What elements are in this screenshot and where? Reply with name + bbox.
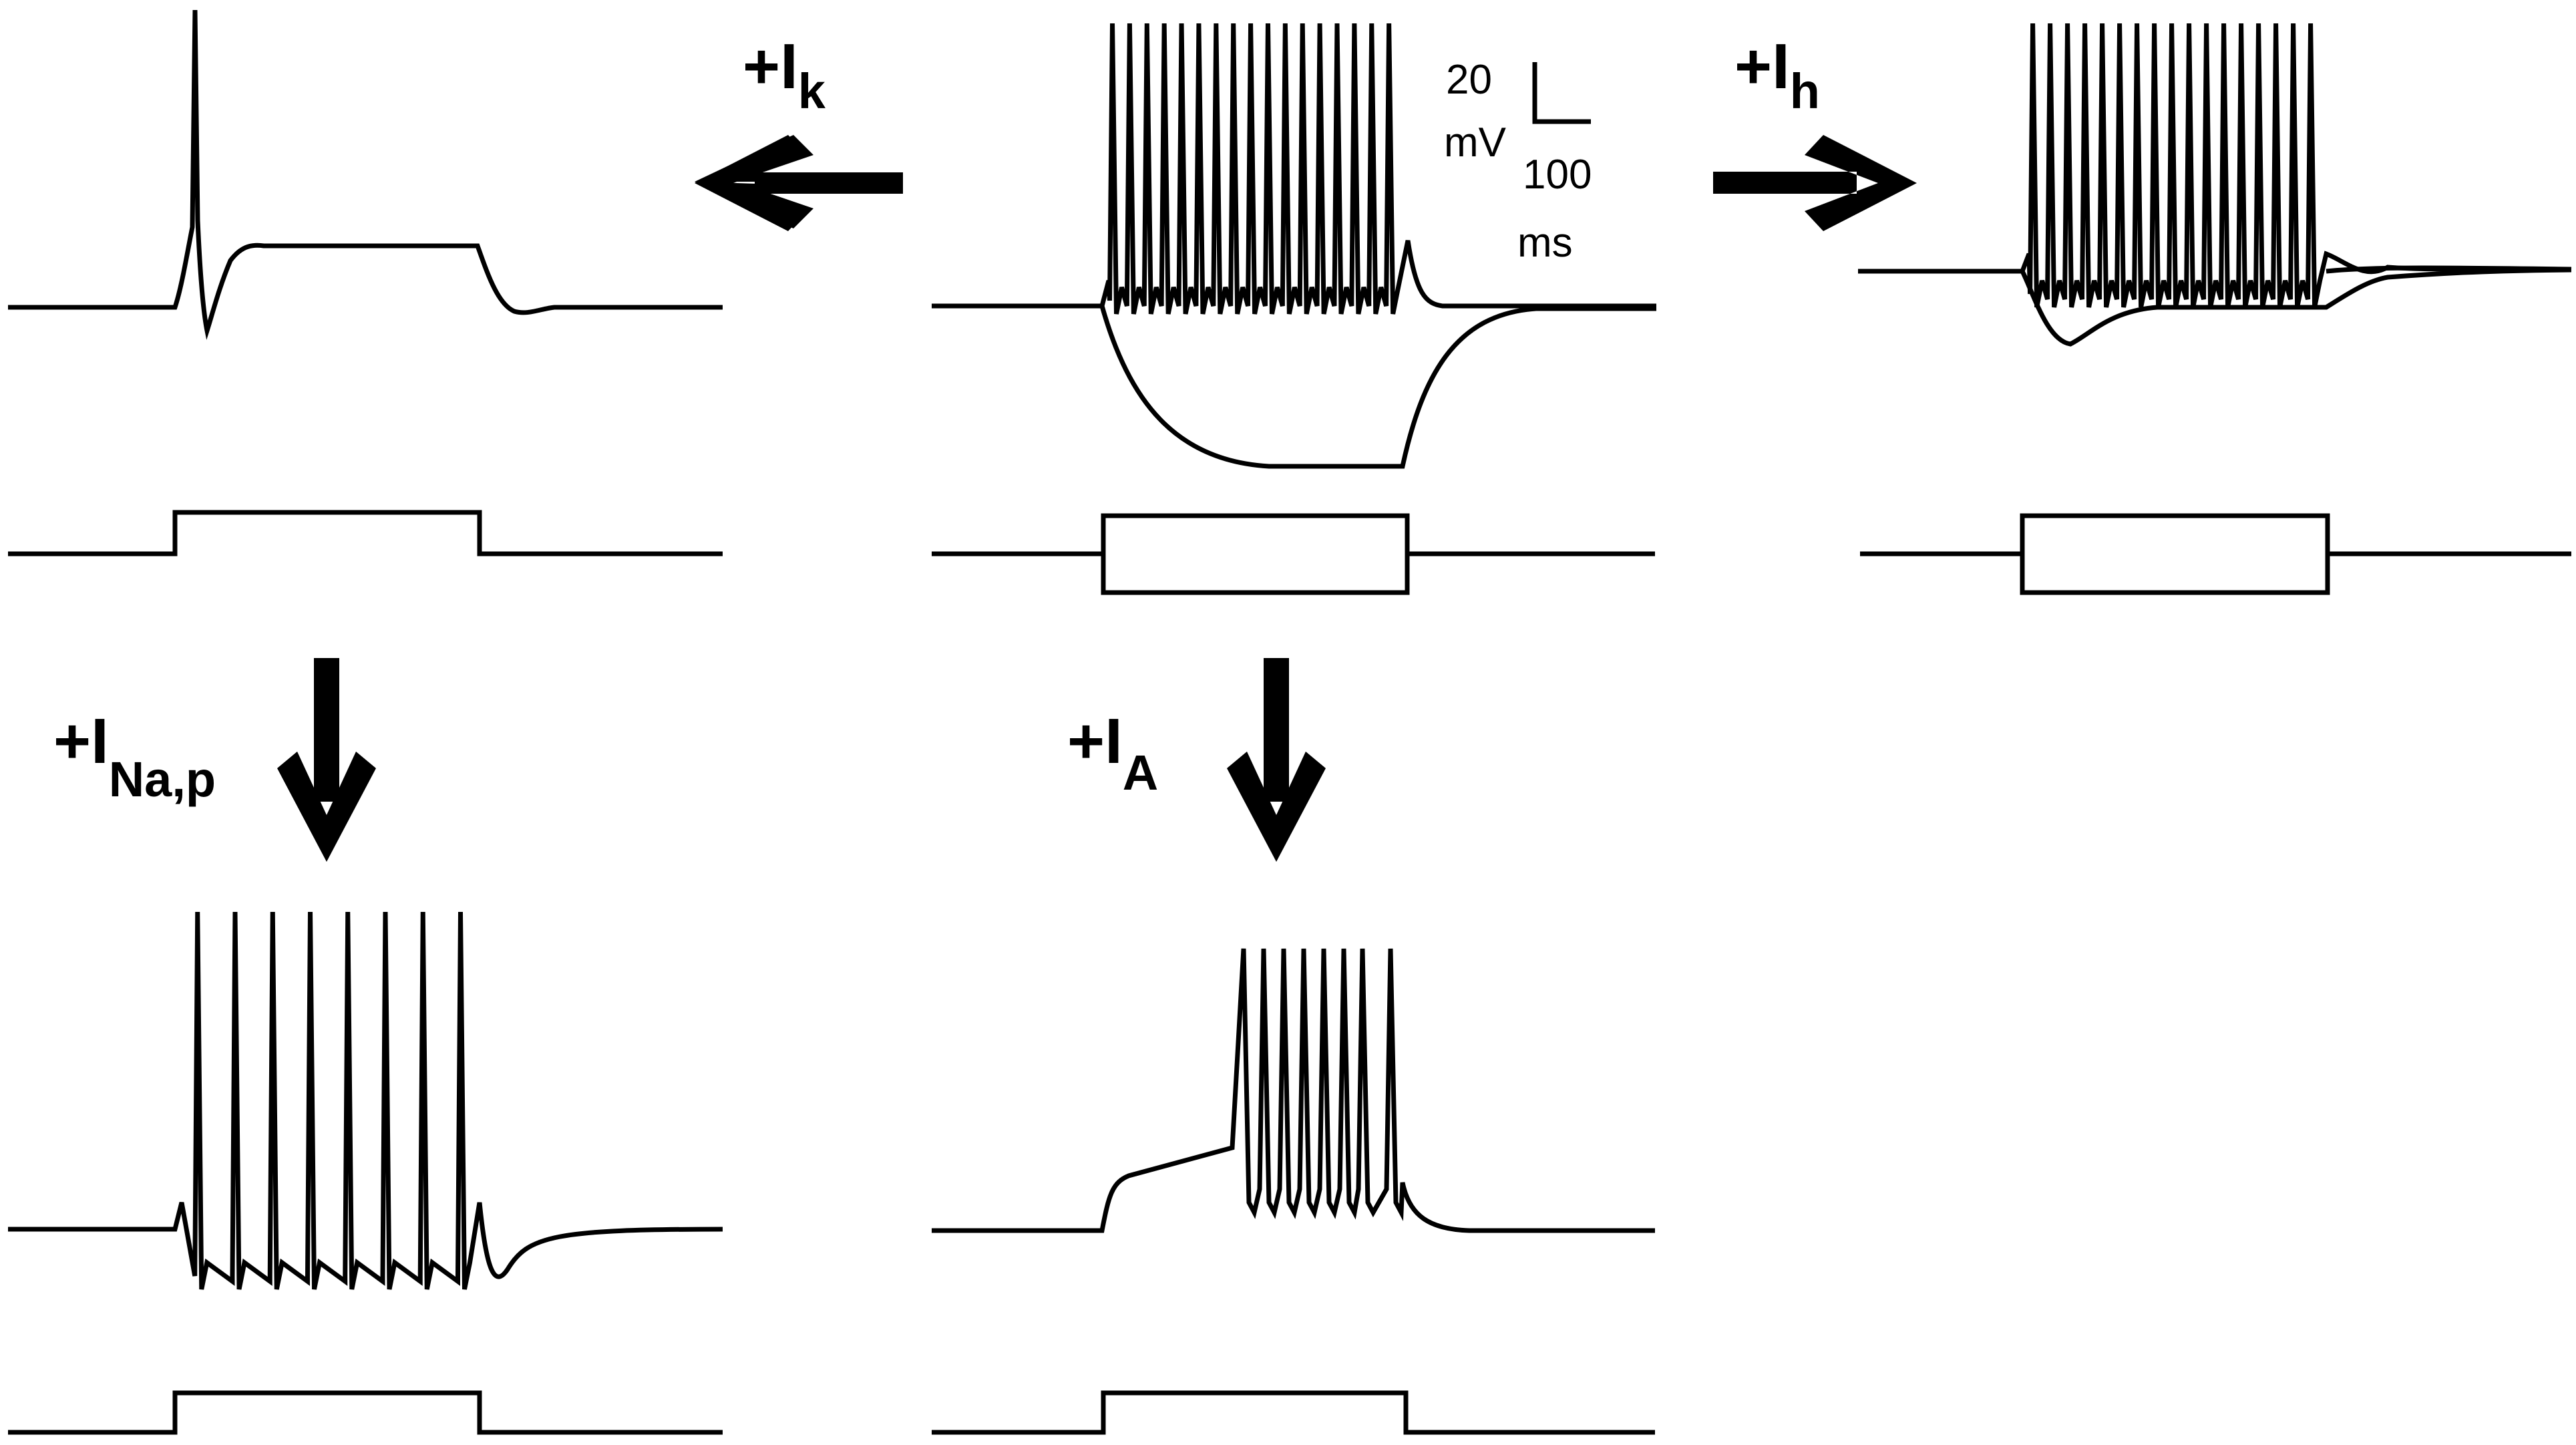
ih-hyperpolarized-trace: [2020, 267, 2572, 347]
inap-stimulus-step: [8, 1390, 723, 1435]
left-arrow-shaft-icon: [695, 135, 903, 231]
control-hyperpolarized-trace: [932, 303, 1656, 469]
label-ik: +Ik: [743, 31, 826, 119]
inap-spiking-trace: [8, 911, 723, 1290]
panel-inap: [8, 911, 723, 1435]
label-ih-prefix: +I: [1734, 31, 1790, 102]
scale-voltage-unit: mV: [1444, 120, 1507, 166]
panel-control: 20 mV 100 ms: [932, 23, 1656, 595]
label-inap-prefix: +I: [53, 705, 109, 777]
label-ih: +Ih: [1734, 31, 1820, 119]
scale-time-unit: ms: [1517, 220, 1573, 266]
ik-stimulus-step: [8, 510, 723, 556]
scale-bar-lines: [1532, 62, 1591, 124]
control-stimulus-box: [1101, 513, 1410, 595]
scale-time-value: 100: [1523, 152, 1592, 198]
label-ia-prefix: +I: [1067, 705, 1123, 777]
control-spiking-trace: [932, 23, 1656, 315]
panel-ik: [8, 9, 723, 556]
label-inap: +INa,p: [53, 705, 216, 807]
label-ih-sub: h: [1790, 63, 1820, 119]
ia-spiking-trace: [932, 948, 1655, 1233]
scale-voltage-value: 20: [1446, 57, 1492, 103]
label-inap-sub: Na,p: [109, 752, 216, 807]
right-arrow-icon: [1713, 135, 1917, 231]
ik-voltage-trace: [8, 9, 723, 340]
panel-ia: [932, 948, 1655, 1435]
down-arrow-ia-icon: [1227, 658, 1326, 862]
label-ia-sub: A: [1123, 745, 1158, 800]
ih-spiking-trace: [2020, 23, 2572, 308]
ih-baseline-trace: [1858, 265, 2572, 274]
label-ik-sub: k: [798, 63, 826, 119]
panel-ih: [1858, 23, 2572, 595]
ih-stimulus-box: [2020, 513, 2330, 595]
ia-stimulus-step: [932, 1390, 1655, 1435]
scale-bar: 20 mV 100 ms: [1444, 57, 1592, 266]
label-ik-prefix: +I: [743, 31, 798, 102]
down-arrow-inap-icon: [277, 658, 376, 862]
label-ia: +IA: [1067, 705, 1158, 800]
